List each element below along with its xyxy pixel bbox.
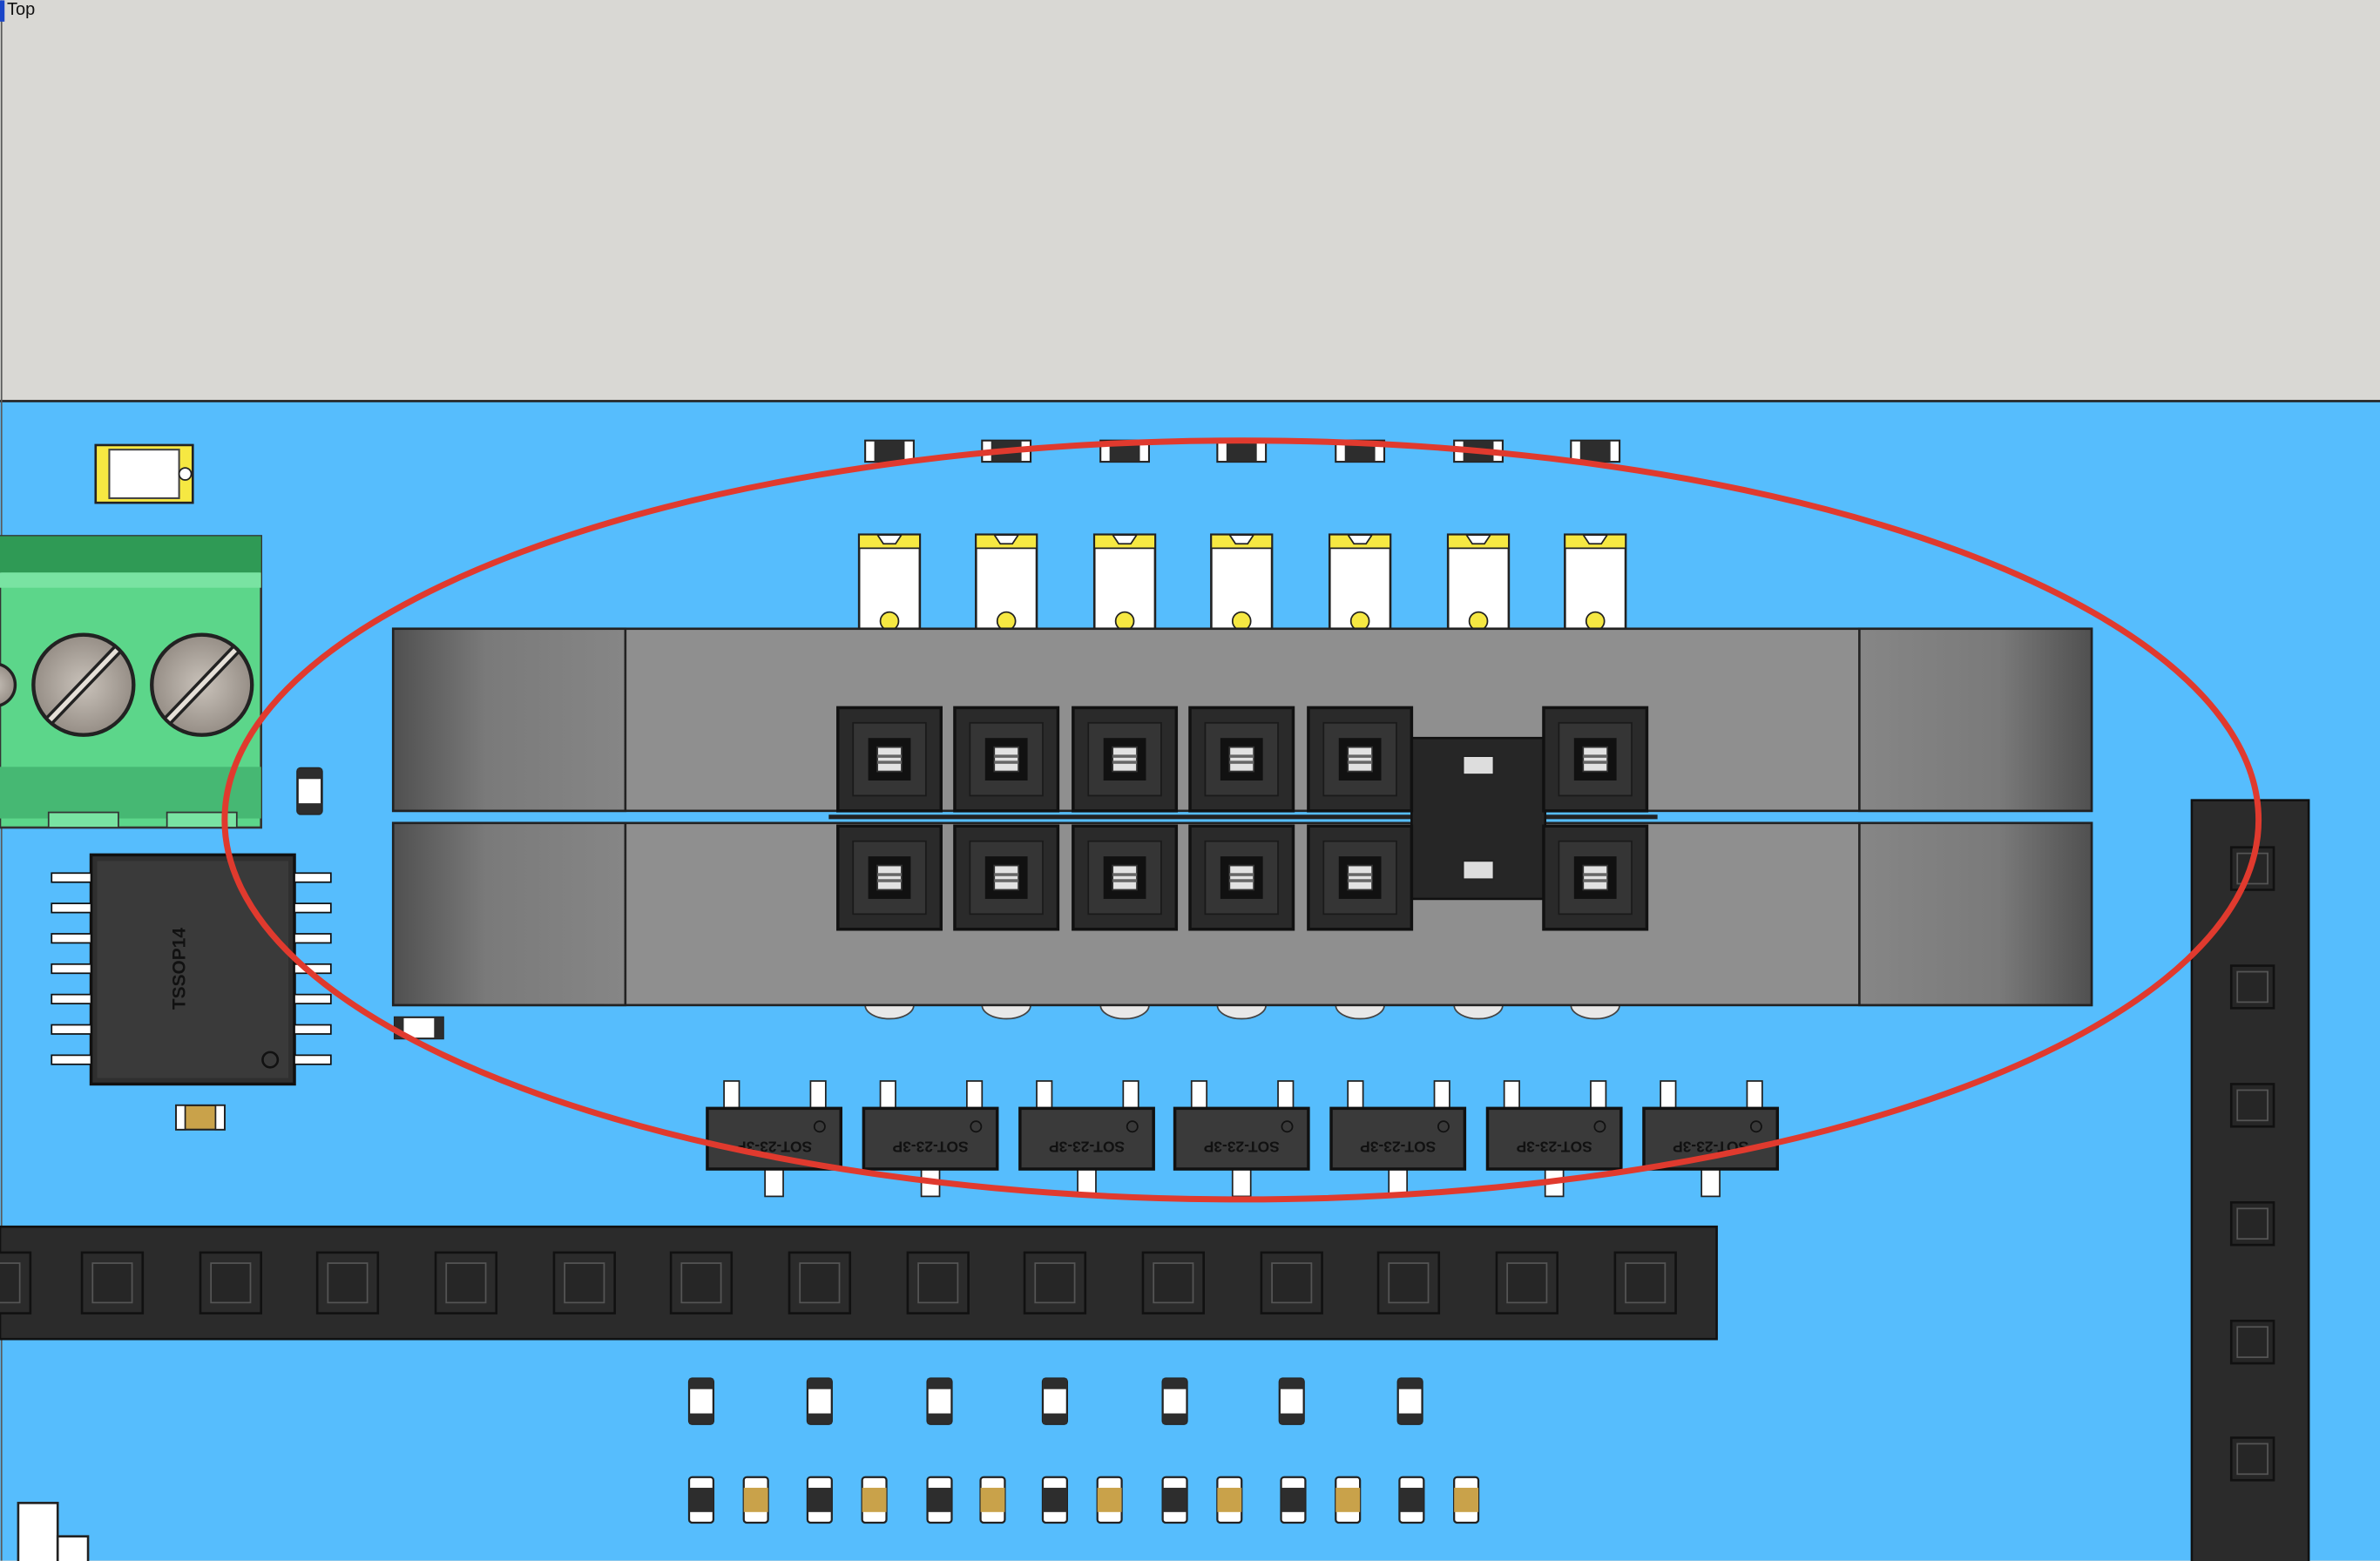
smd-resistor [296, 767, 323, 815]
sot-marking: SOT-23-3P [1516, 1139, 1592, 1156]
chip-lead [294, 902, 332, 914]
sot23-chip [1018, 1106, 1155, 1171]
terminal-screw [0, 663, 17, 707]
highlight-ellipse [221, 437, 2262, 1203]
sot-marking: SOT-23-3P [1360, 1139, 1436, 1156]
dual-row-header-connector[interactable] [391, 627, 2093, 1007]
chip-lead [294, 993, 332, 1004]
sot23-chip [1329, 1106, 1467, 1171]
partial-component [17, 1502, 90, 1561]
chip-lead [51, 1054, 92, 1065]
sot23-row: SOT-23-3P SOT-23-3P SOT-23-3P SOT-23-3P SOT-… [706, 1080, 1780, 1198]
header-pin [2229, 964, 2275, 1010]
chip-lead [51, 902, 92, 914]
chip-lead [294, 933, 332, 944]
screw-terminal-block [0, 535, 262, 829]
header-pin [2229, 1083, 2275, 1128]
led-row [857, 533, 1627, 632]
header-pin [2229, 1436, 2275, 1482]
tssop14-chip: TSSOP14 [51, 853, 332, 1086]
smd-led-topleft [94, 443, 194, 504]
chip-lead [51, 993, 92, 1004]
header-pin [2229, 1319, 2275, 1365]
header-pin [2229, 1201, 2275, 1247]
chip-lead [51, 1024, 92, 1035]
pin-header-horizontal [0, 1225, 1718, 1341]
sot23-chip [862, 1106, 999, 1171]
chip-lead [51, 933, 92, 944]
chip-lead [294, 1024, 332, 1035]
sot23-chip [1173, 1106, 1310, 1171]
sot-marking: SOT-23-3P [892, 1139, 968, 1156]
sot-marking: SOT-23-3P [1049, 1139, 1125, 1156]
chip-lead [294, 1054, 332, 1065]
sot-marking: SOT-23-3P [1203, 1139, 1279, 1156]
led [1564, 533, 1627, 631]
sot23-chip [1485, 1106, 1623, 1171]
pin-header-vertical [2190, 799, 2310, 1561]
bottom-resistor-rows [687, 1377, 1480, 1524]
chip-lead [294, 872, 332, 883]
chip-marking: TSSOP14 [170, 928, 190, 1010]
smd-capacitor [175, 1104, 226, 1131]
view-orientation-label: Top [7, 0, 36, 19]
chip-lead [51, 963, 92, 975]
chip-lead [51, 872, 92, 883]
